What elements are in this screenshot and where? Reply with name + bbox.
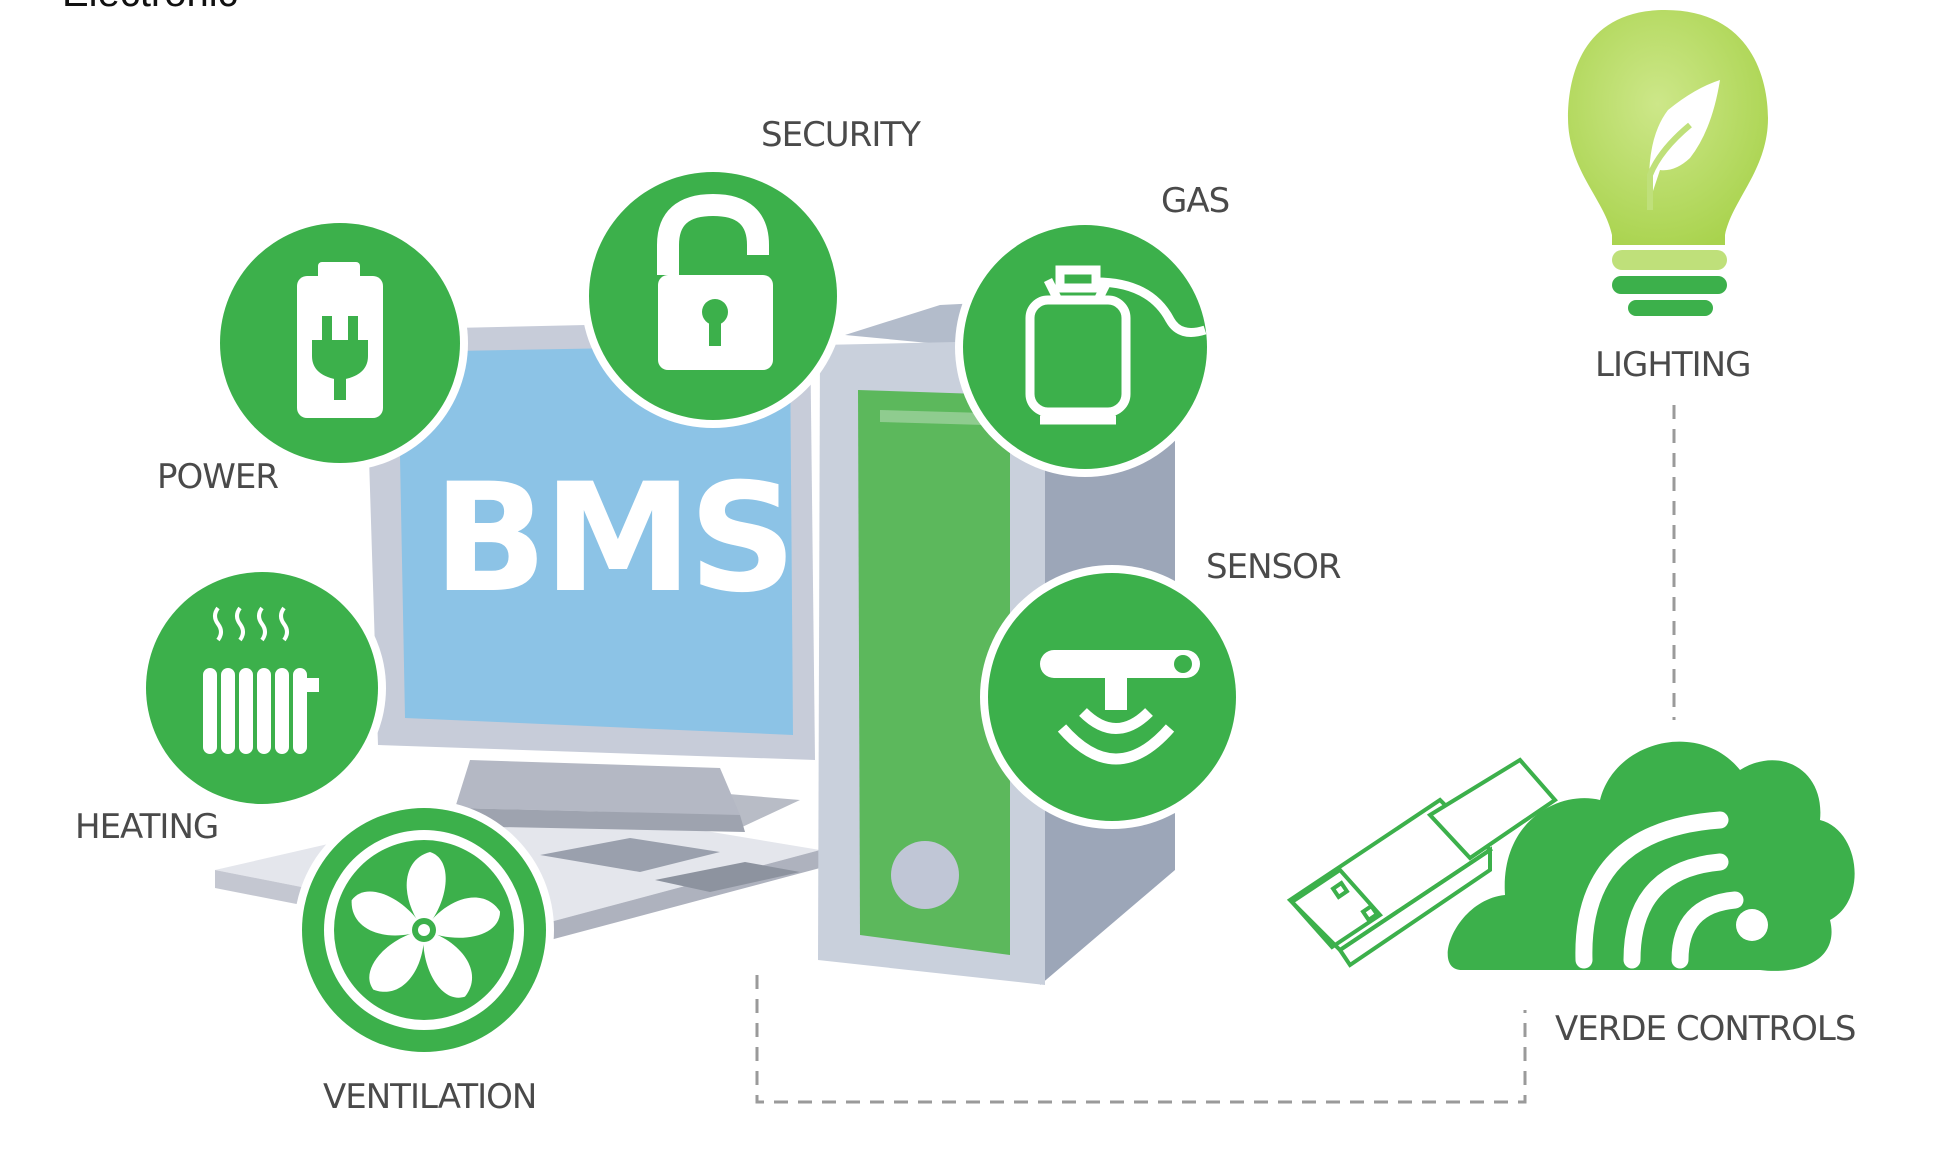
battery-plug-icon [297,262,383,418]
usb-stick-icon [1286,757,1558,968]
ventilation-badge [294,800,554,1060]
label-power: POWER [157,457,278,497]
label-security: SECURITY [761,115,921,155]
label-sensor: SENSOR [1206,547,1341,587]
connection-lines [755,405,1676,1104]
sensor-badge [980,565,1244,829]
radiator-icon [203,606,319,754]
computer-to-cloud-line [755,975,1527,1104]
padlock-icon [657,193,773,370]
gas-badge [955,217,1215,477]
cropped-header-text: Electronic [62,0,238,15]
motion-sensor-icon [1040,650,1200,765]
security-badge [581,164,845,428]
heating-badge [138,564,386,812]
label-lighting: LIGHTING [1595,345,1750,385]
bms-screen-label: BMS [433,452,793,626]
monitor [365,320,815,832]
label-gas: GAS [1161,181,1229,221]
label-heating: HEATING [75,807,218,847]
label-verde-controls: VERDE CONTROLS [1555,1009,1855,1049]
leaf-bulb-icon [1568,10,1768,316]
gas-cylinder-icon [1025,265,1207,425]
cloud-wifi-usb-icon [1286,741,1855,971]
power-badge [212,215,468,471]
fan-icon [351,852,501,998]
label-ventilation: VENTILATION [323,1077,536,1117]
